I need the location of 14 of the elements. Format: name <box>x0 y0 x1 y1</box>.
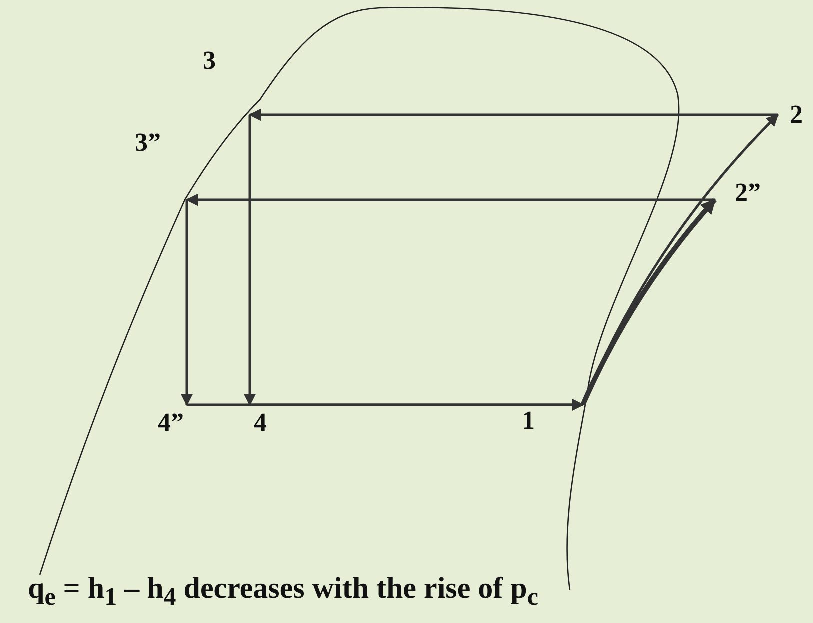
state-point-label: 2” <box>735 180 761 206</box>
arrow <box>250 398 584 412</box>
arrow <box>580 198 717 406</box>
caption: q$_{e}$ = h$_{1}$ – h$_{4}$ decreases with the rise of p$_{c}$ <box>28 572 538 612</box>
state-point-label: 4 <box>254 410 267 436</box>
arrow <box>180 200 194 406</box>
state-point-label: 3 <box>203 48 216 74</box>
arrow <box>244 115 256 406</box>
arrow <box>248 108 778 122</box>
arrow <box>186 194 715 206</box>
state-point-label: 1 <box>522 408 535 434</box>
state-point-label: 4” <box>158 410 184 436</box>
state-point-label: 2 <box>790 102 803 128</box>
state-point-label: 3” <box>135 130 161 156</box>
